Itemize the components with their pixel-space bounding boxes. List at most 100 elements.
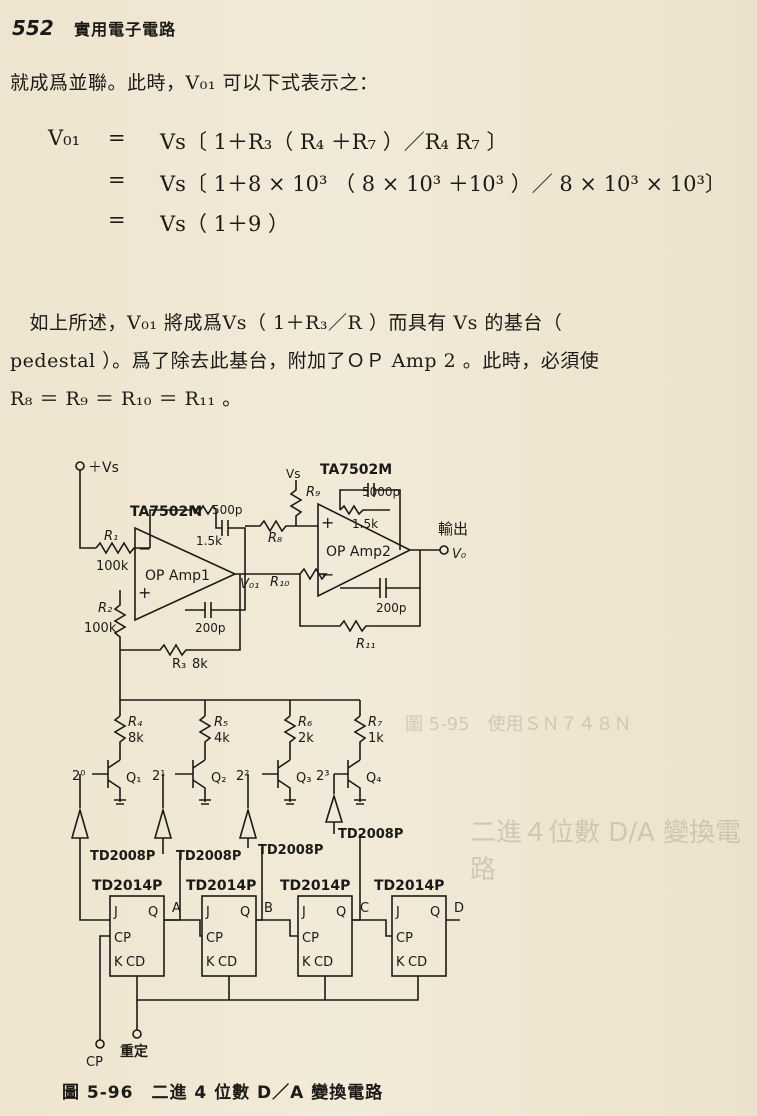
c3-label: 5000p: [362, 485, 400, 499]
ff-pin-k: K: [396, 955, 405, 970]
resistor-r1: [95, 541, 150, 555]
transistor-q1: [92, 759, 126, 805]
ff-pin-j: J: [205, 905, 210, 920]
bit-label: 2⁰: [72, 769, 85, 784]
cp-input-label: CP: [86, 1055, 103, 1070]
buffer-label: TD2008P: [176, 849, 241, 864]
r9-label: R₉: [306, 485, 320, 500]
r2-value: 100k: [84, 621, 117, 636]
r3-value: 8k: [192, 657, 208, 672]
r1-value: 100k: [96, 559, 129, 574]
buffer-gate: [324, 774, 344, 834]
resistor-r5: [198, 715, 212, 760]
ff-pin-cp: CP: [396, 931, 413, 946]
vo1-label: V₀₁: [240, 577, 259, 592]
resistor-feedback: [339, 504, 390, 516]
transistor-label: Q₁: [126, 771, 141, 786]
ff-output-label: A: [172, 901, 181, 916]
ff-pin-cp: CP: [206, 931, 223, 946]
output-label: 輸出: [438, 520, 468, 538]
ff-pin-j: J: [113, 905, 118, 920]
capacitor-200p: [340, 578, 420, 598]
capacitor-5000p: [339, 483, 401, 550]
buffer-label: TD2008P: [338, 827, 403, 842]
flipflop-label: TD2014P: [92, 878, 162, 894]
paragraph-line: R₈ ＝ R₉ ＝ R₁₀ ＝ R₁₁ 。: [10, 388, 242, 410]
r6-value: 2k: [298, 731, 314, 746]
transistor-q4: [334, 759, 366, 805]
plus-sign: +: [138, 583, 151, 602]
circuit-diagram: ＋Vs R₁ 100k − + OP Amp1 TA7502M 1.5k 500…: [70, 460, 468, 1070]
vs-label: ＋Vs: [88, 460, 119, 476]
book-title: 實用電子電路: [74, 20, 177, 39]
r6-label: R₆: [298, 715, 312, 730]
equation-equals: =: [108, 126, 126, 150]
buffer-gate: [153, 774, 173, 854]
ff-pin-j: J: [395, 905, 400, 920]
resistor-r6: [283, 715, 297, 760]
ff-pin-cd: CD: [408, 955, 427, 970]
r4-value: 8k: [128, 731, 144, 746]
ff-pin-j: J: [301, 905, 306, 920]
resistor-r4: [113, 715, 127, 760]
equation-equals: =: [108, 168, 126, 192]
ff-pin-q: Q: [148, 905, 158, 920]
buffer-gate: [70, 774, 90, 850]
equation-rhs: Vs（ 1＋9 ）: [160, 212, 290, 236]
r4-label: R₄: [128, 715, 143, 730]
c1-res-label: 1.5k: [196, 534, 222, 548]
resistor-r2: [113, 590, 127, 690]
ff-output-label: B: [264, 901, 273, 916]
opamp2-symbol: [317, 502, 412, 598]
equation-rhs: Vs〔 1＋R₃（ R₄ ＋R₇ ）／R₄ R₇ 〕: [160, 130, 508, 154]
r11-label: R₁₁: [356, 637, 375, 652]
ff-pin-k: K: [114, 955, 123, 970]
wire: [119, 690, 360, 701]
ff-pin-q: Q: [336, 905, 346, 920]
flipflop-label: TD2014P: [280, 878, 350, 894]
ff-pin-q: Q: [430, 905, 440, 920]
bleedthrough-heading: 二進４位數 D/A 變換電路: [470, 818, 742, 885]
bleedthrough-text: 圖 5-95 使用ＳＮ７４８Ｎ: [405, 714, 632, 735]
output-terminal: [439, 545, 449, 555]
ff-output-label: D: [454, 901, 464, 916]
c4-label: 200p: [376, 601, 407, 615]
buffer-label: TD2008P: [258, 843, 323, 858]
r5-label: R₅: [214, 715, 228, 730]
ic-label: TA7502M: [320, 462, 392, 478]
r7-value: 1k: [368, 731, 384, 746]
paragraph-line: pedestal ）。爲了除去此基台，附加了ＯＰ Amp 2 。此時，必須使: [10, 350, 600, 372]
bit-label: 2³: [316, 769, 329, 784]
c2-label: 200p: [195, 621, 226, 635]
plus-sign: +: [321, 513, 334, 532]
ff-pin-k: K: [206, 955, 215, 970]
ff-pin-cd: CD: [218, 955, 237, 970]
cp-terminal: [95, 1039, 105, 1049]
r2-label: R₂: [98, 601, 112, 616]
capacitor-500p: [215, 510, 246, 574]
wire: [79, 850, 460, 937]
vo-label: V₀: [452, 547, 467, 562]
ff-pin-cp: CP: [302, 931, 319, 946]
wire: [79, 470, 96, 549]
bit-label: 2²: [236, 769, 249, 784]
r8-label: R₈: [268, 531, 282, 546]
page-number: 552: [12, 16, 54, 40]
r7-label: R₇: [368, 715, 383, 730]
ff-pin-k: K: [302, 955, 311, 970]
r5-value: 4k: [214, 731, 230, 746]
ic-label: TA7502M: [130, 504, 202, 520]
r10-label: R₁₀: [270, 575, 290, 590]
flipflop-label: TD2014P: [374, 878, 444, 894]
reset-label: 重定: [120, 1043, 148, 1060]
r3-label: R₃: [172, 657, 186, 672]
figure-caption: 圖 5-96 二進 4 位數 D／A 變換電路: [62, 1083, 384, 1103]
bit-label: 2¹: [152, 769, 165, 784]
opamp1-symbol: [134, 526, 237, 622]
equation-rhs: Vs〔 1＋8 × 10³ （ 8 × 10³ ＋10³ ）／ 8 × 10³ …: [160, 172, 726, 196]
r1-label: R₁: [104, 529, 118, 544]
minus-sign: −: [138, 539, 151, 558]
ff-pin-cp: CP: [114, 931, 131, 946]
transistor-label: Q₃: [296, 771, 311, 786]
